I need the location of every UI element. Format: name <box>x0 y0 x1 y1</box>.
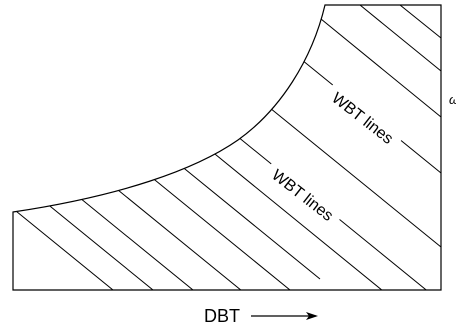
x-axis-arrow <box>251 312 318 320</box>
wbt-line <box>209 149 411 290</box>
wbt-line <box>399 5 441 39</box>
label-mask <box>261 161 343 231</box>
chart-boundary <box>12 4 442 291</box>
wbt-lines-label: WBT lines <box>328 90 396 148</box>
wbt-line <box>13 197 141 290</box>
y-axis-label: ω <box>449 92 456 107</box>
wbt-lines-label: WBT lines <box>268 167 336 225</box>
wbt-line <box>309 9 441 118</box>
x-axis-label: DBT <box>204 306 240 326</box>
wbt-line <box>117 189 259 290</box>
wbt-line <box>149 175 291 290</box>
label-mask <box>321 84 403 154</box>
wbt-lines-group <box>13 5 441 290</box>
wbt-line <box>39 197 181 290</box>
wbt-line <box>269 107 441 248</box>
wbt-line <box>359 5 441 72</box>
wbt-line <box>79 197 221 290</box>
wbt-line <box>179 164 321 280</box>
